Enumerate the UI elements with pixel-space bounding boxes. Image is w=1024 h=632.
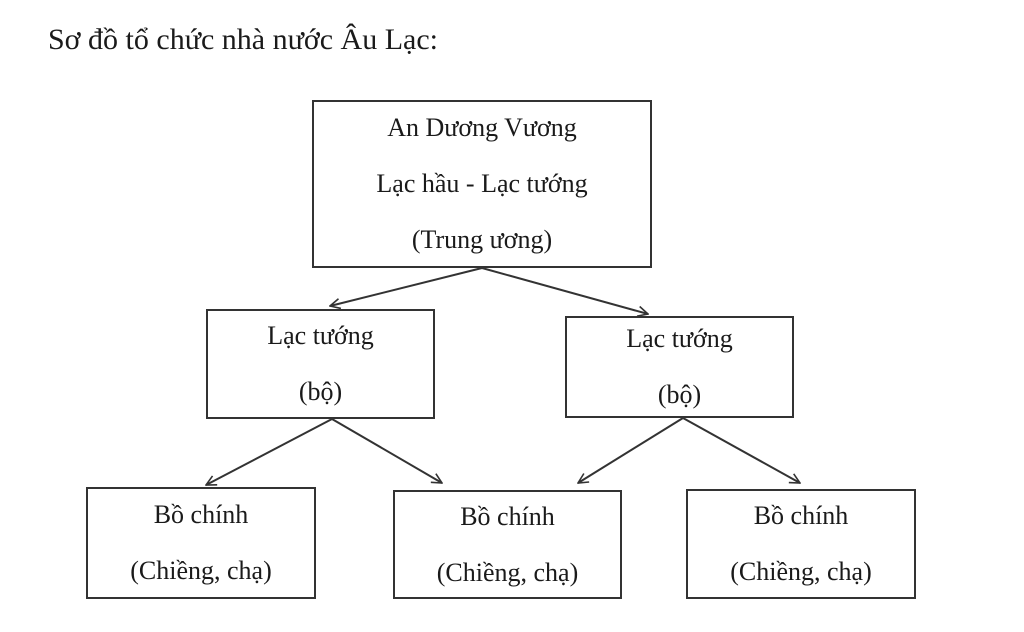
node-bo-chinh-left: Bồ chính (Chiềng, chạ) — [86, 487, 316, 599]
node-label-title: Bồ chính — [460, 501, 555, 531]
arrow-mid-right-to-leaf-right — [682, 417, 800, 484]
node-lac-tuong-left: Lạc tướng (bộ) — [206, 309, 435, 419]
node-label-title: Bồ chính — [753, 501, 849, 530]
node-label-title: Bồ chính — [153, 500, 249, 529]
arrow-mid-left-to-leaf-middle — [331, 418, 442, 483]
node-label-level: (Chiềng, chạ) — [436, 557, 579, 587]
node-bo-chinh-right: Bồ chính (Chiềng, chạ) — [686, 489, 916, 599]
node-bo-chinh-middle: Bồ chính (Chiềng, chạ) — [393, 490, 622, 599]
diagram-heading: Sơ đồ tổ chức nhà nước Âu Lạc: — [48, 23, 438, 56]
node-label-title: Lạc tướng — [267, 321, 374, 350]
node-label-level: (Chiềng, chạ) — [130, 556, 272, 585]
node-lac-tuong-right: Lạc tướng (bộ) — [565, 316, 794, 418]
node-label-level: (bộ) — [298, 377, 343, 406]
arrow-mid-right-to-leaf-middle — [578, 417, 684, 483]
arrow-root-to-mid-left — [330, 267, 483, 306]
arrow-root-to-mid-right — [481, 267, 648, 314]
node-label-level: (bộ) — [657, 380, 702, 409]
node-label-title: Lạc tướng — [626, 324, 733, 353]
node-label-king: An Dương Vương — [387, 113, 577, 142]
arrow-mid-left-to-leaf-left — [206, 418, 333, 486]
node-central-government: An Dương Vương Lạc hầu - Lạc tướng (Trun… — [312, 100, 652, 268]
node-label-officials: Lạc hầu - Lạc tướng — [376, 169, 588, 198]
node-label-level: (Trung ương) — [411, 225, 553, 254]
node-label-level: (Chiềng, chạ) — [730, 557, 872, 586]
